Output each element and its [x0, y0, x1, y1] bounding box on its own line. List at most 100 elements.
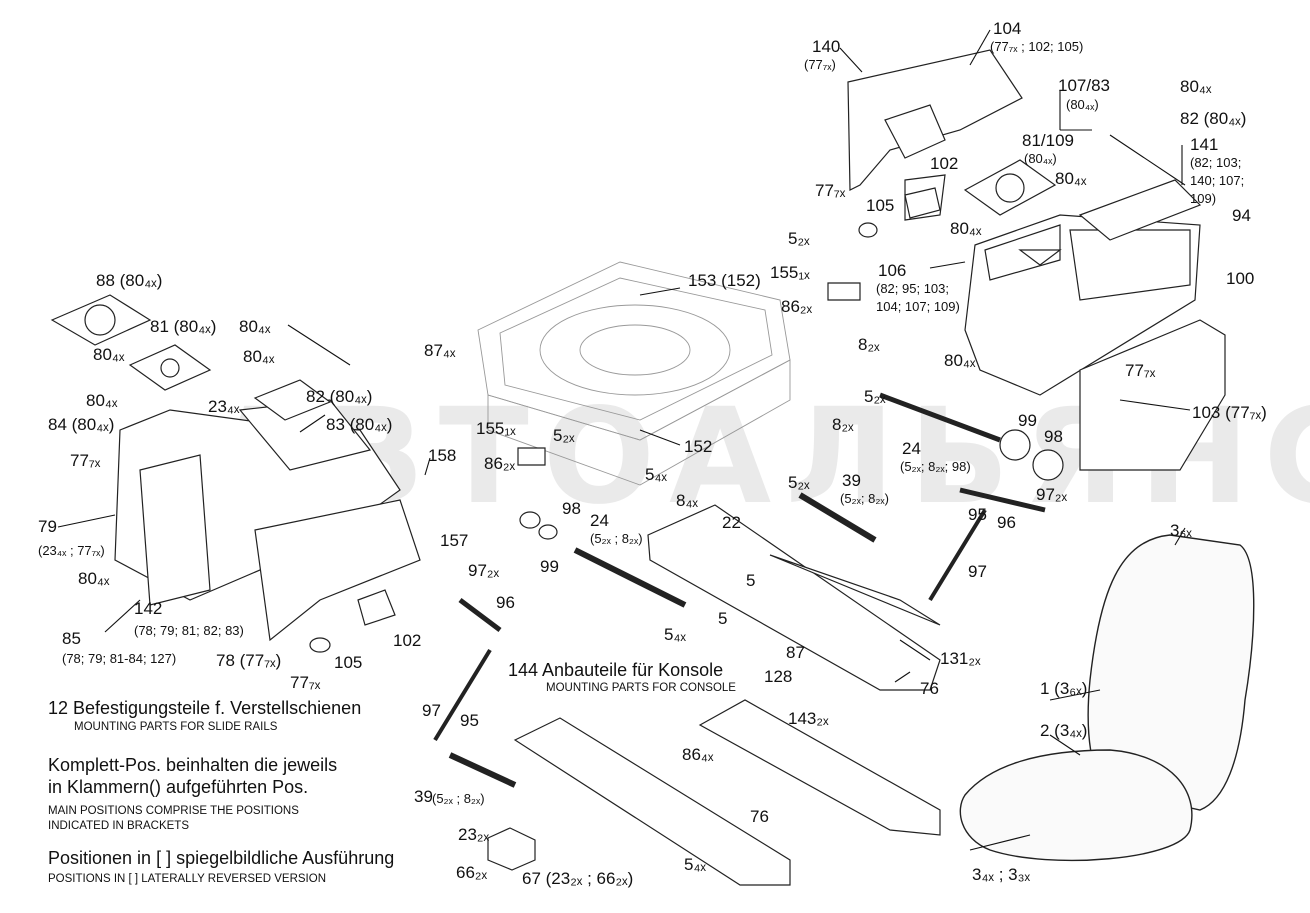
label-80-left-2: 80₄ₓ [243, 347, 275, 366]
label-80-left: 80₄ₓ [93, 345, 125, 364]
label-157: 157 [440, 531, 469, 550]
label-5-top: 5₂ₓ [788, 229, 810, 248]
label-39-right: 39 [842, 471, 861, 490]
label-80-left-low: 80₄ₓ [78, 569, 110, 588]
note-12-en: MOUNTING PARTS FOR SLIDE RAILS [74, 721, 278, 733]
label-158: 158 [428, 446, 457, 465]
label-96-left: 96 [496, 593, 515, 612]
label-128: 128 [764, 667, 793, 686]
label-97-left: 97₂ₓ [468, 561, 500, 580]
plates-81-141 [963, 134, 1202, 241]
label-106-contents-1: (82; 95; 103; [876, 281, 949, 296]
label-83: 83 (80₄ₓ) [326, 415, 393, 434]
label-87-top: 87₄ₓ [424, 341, 456, 360]
label-5-center-2: 5₄ₓ [645, 465, 667, 484]
note-144-de: 144 Anbauteile für Konsole [508, 660, 724, 680]
label-24-right: 24 [902, 439, 921, 458]
label-103: 103 (77₇ₓ) [1192, 403, 1267, 422]
label-105-top: 105 [866, 196, 895, 215]
label-88: 88 (80₄ₓ) [96, 271, 163, 290]
note-komplett-1: Komplett-Pos. beinhalten die jeweils [48, 755, 338, 775]
label-8-rail: 8₄ₓ [676, 491, 698, 510]
label-155-mid: 155₁ₓ [476, 419, 516, 438]
note-komplett-2: in Klammern() aufgeführten Pos. [48, 777, 309, 797]
label-106: 106 [878, 261, 907, 280]
label-5-rail-2: 5 [718, 609, 728, 628]
label-87-low: 87 [786, 643, 805, 662]
label-5-center: 5₂ₓ [553, 426, 575, 445]
label-85-contents: (78; 79; 81-84; 127) [62, 651, 177, 666]
panel-103 [999, 319, 1226, 481]
label-86-low: 86₄ₓ [682, 745, 714, 764]
label-141: 141 [1190, 135, 1219, 154]
label-95-right: 95 [968, 505, 987, 524]
label-97-right: 97₂ₓ [1036, 485, 1068, 504]
console-106 [964, 214, 1201, 396]
label-23-left: 23₄ₓ [208, 397, 240, 416]
label-66: 66₂ₓ [456, 863, 488, 882]
label-5-low: 5₂ₓ [788, 473, 810, 492]
label-143: 143₂ₓ [788, 709, 829, 728]
label-76-lower: 76 [750, 807, 769, 826]
label-8-mid: 8₂ₓ [832, 415, 854, 434]
label-80-left-3: 80₄ₓ [86, 391, 118, 410]
label-105-left: 105 [334, 653, 363, 672]
label-102-left: 102 [393, 631, 422, 650]
label-5-mid: 5₂ₓ [864, 387, 886, 406]
label-99-mid: 99 [540, 557, 559, 576]
label-1: 1 (3₆ₓ) [1040, 679, 1088, 698]
label-5-bottom: 5₄ₓ [684, 855, 706, 874]
rails-131-76 [647, 504, 941, 691]
label-142-contents: (78; 79; 81; 82; 83) [134, 623, 244, 638]
note-main-2: INDICATED IN BRACKETS [48, 820, 189, 832]
label-5-rail-3: 5₄ₓ [664, 625, 686, 644]
label-131: 131₂ₓ [940, 649, 981, 668]
note-12-de: 12 Befestigungsteile f. Verstellschienen [48, 698, 362, 718]
seat-suspension-outline [477, 261, 791, 486]
label-80-right: 80₄ₓ [1055, 169, 1087, 188]
label-104: 104 [993, 19, 1022, 38]
label-95-left: 95 [460, 711, 479, 730]
note-main-1: MAIN POSITIONS COMPRISE THE POSITIONS [48, 805, 299, 817]
label-77-right: 77₇ₓ [1125, 361, 1156, 380]
label-80-console: 80₄ₓ [950, 219, 982, 238]
label-107-contents: (80₄ₓ) [1066, 97, 1099, 112]
label-84: 84 (80₄ₓ) [48, 415, 115, 434]
label-100: 100 [1226, 269, 1255, 288]
console-142 [114, 399, 421, 642]
label-102-top: 102 [930, 154, 959, 173]
label-96-right: 96 [997, 513, 1016, 532]
label-106-contents-2: 104; 107; 109) [876, 299, 960, 314]
label-81-109-contents: (80₄ₓ) [1024, 151, 1057, 166]
label-107-83: 107/83 [1058, 76, 1110, 95]
label-98-mid: 98 [562, 499, 581, 518]
label-22: 22 [722, 513, 741, 532]
label-78: 78 (77₇ₓ) [216, 651, 282, 670]
note-144-en: MOUNTING PARTS FOR CONSOLE [546, 682, 736, 694]
label-76-upper: 76 [920, 679, 939, 698]
label-67: 67 (23₂ₓ ; 66₂ₓ) [522, 869, 634, 888]
small-parts [309, 187, 941, 871]
label-141-contents-2: 140; 107; [1190, 173, 1245, 188]
rails-143-76 [513, 699, 941, 886]
label-155-top: 155₁ₓ [770, 263, 810, 282]
label-82-left: 82 (80₄ₓ) [306, 387, 373, 406]
label-85: 85 [62, 629, 81, 648]
label-94: 94 [1232, 206, 1251, 225]
seat-cushions [959, 534, 1255, 862]
label-82-top: 82 (80₄ₓ) [1180, 109, 1247, 128]
label-86-mid: 86₂ₓ [484, 454, 516, 473]
label-5-rail: 5 [746, 571, 756, 590]
label-153: 153 (152) [688, 271, 761, 290]
label-24-mid: 24 [590, 511, 609, 530]
label-79-contents: (23₄ₓ ; 77₇ₓ) [38, 543, 105, 558]
label-104-contents: (77₇ₓ ; 102; 105) [990, 39, 1084, 54]
cover-104-140 [847, 49, 1023, 221]
note-positionen-en: POSITIONS IN [ ] LATERALLY REVERSED VERS… [48, 873, 326, 885]
springs-rods [433, 392, 1046, 788]
label-39-left-contents: (5₂ₓ ; 8₂ₓ) [432, 791, 485, 806]
label-77-top: 77₇ₓ [815, 181, 846, 200]
label-24-right-contents: (5₂ₓ; 8₂ₓ; 98) [900, 459, 971, 474]
label-81-109: 81/109 [1022, 131, 1074, 150]
